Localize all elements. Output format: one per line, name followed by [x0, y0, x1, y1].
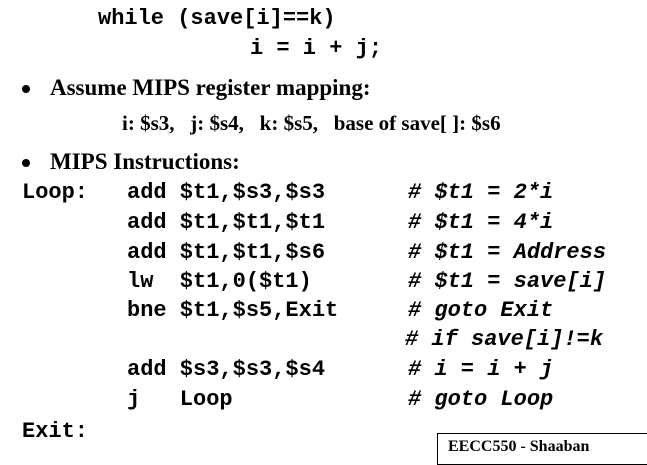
register-mapping-detail: i: $s3, j: $s4, k: $s5, base of save[ ]:… — [122, 111, 501, 135]
loop-label: Loop: — [22, 180, 89, 205]
instructions-title: MIPS Instructions: — [50, 149, 240, 174]
code-comment: # goto Exit — [408, 298, 554, 323]
exit-label: Exit: — [22, 419, 89, 444]
code-comment: # $t1 = 4*i — [408, 210, 554, 235]
code-comment: # i = i + j — [408, 357, 554, 382]
code-instruction: j Loop — [127, 387, 233, 412]
code-body-line: i = i + j; — [250, 36, 383, 61]
code-instruction: add $s3,$s3,$s4 — [127, 357, 326, 382]
bullet-icon — [22, 85, 30, 93]
code-instruction: lw $t1,0($t1) — [127, 269, 312, 294]
code-comment: # $t1 = save[i] — [408, 269, 607, 294]
code-comment: # $t1 = Address — [408, 240, 607, 265]
code-instruction: bne $t1,$s5,Exit — [127, 298, 339, 323]
code-comment: # if save[i]!=k — [405, 327, 604, 352]
code-instruction: add $t1,$s3,$s3 — [127, 180, 326, 205]
footer-text: EECC550 - Shaaban — [448, 438, 590, 455]
code-while-line: while (save[i]==k) — [98, 6, 336, 31]
code-instruction: add $t1,$t1,$s6 — [127, 240, 326, 265]
footer-box: EECC550 - Shaaban — [437, 433, 647, 465]
code-comment: # $t1 = 2*i — [408, 180, 554, 205]
bullet-icon — [22, 159, 30, 167]
register-mapping-title: Assume MIPS register mapping: — [50, 75, 371, 100]
code-instruction: add $t1,$t1,$t1 — [127, 210, 326, 235]
code-comment: # goto Loop — [408, 387, 554, 412]
